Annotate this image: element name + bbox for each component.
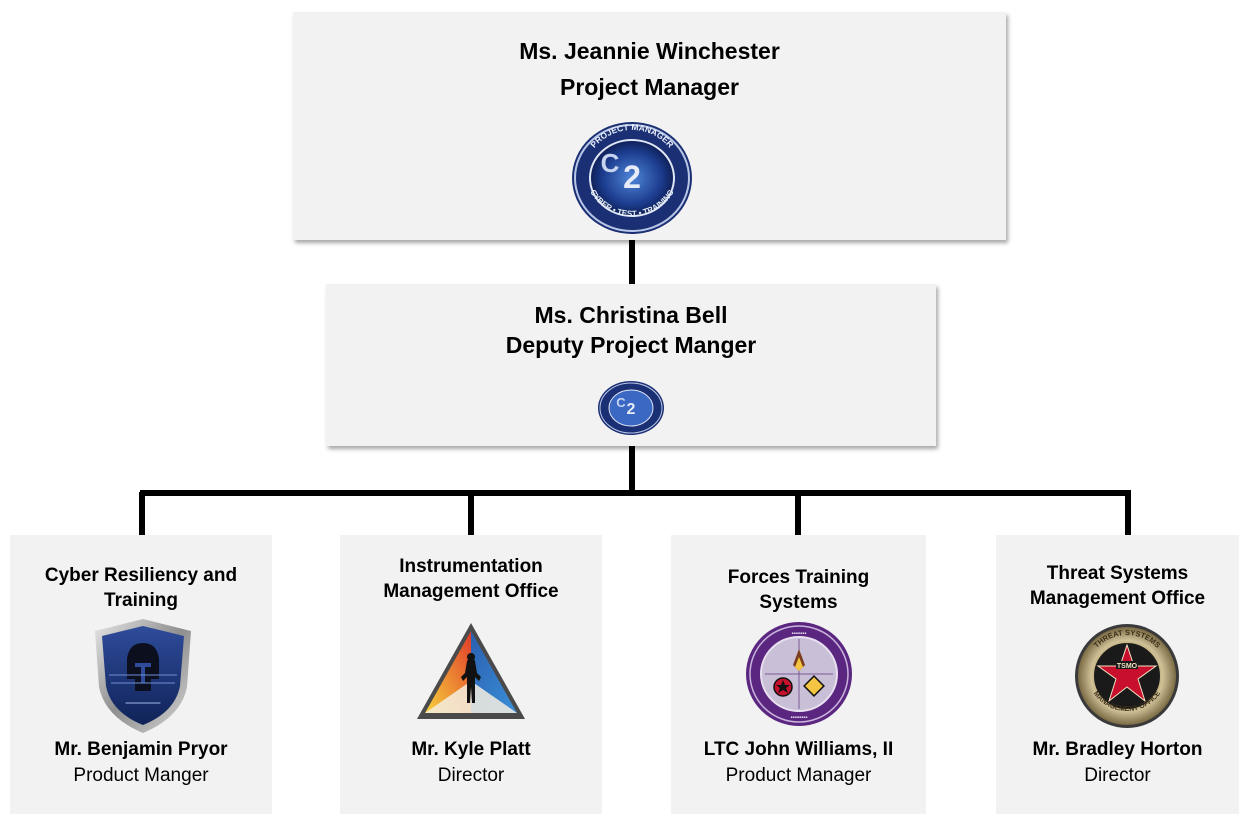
imo-triangle-icon [417,623,525,719]
office-3-title-line2: Systems [759,592,838,613]
deputy-name: Ms. Christina Bell [534,302,728,328]
connector-to-office-2 [468,492,474,535]
pm-ct2-seal-icon: 2 C PROJECT MANAGER CYBER • TEST • TRAIN… [572,122,692,234]
fts-purple-seal-icon: ▪▪▪▪▪▪▪ ▪▪▪▪▪▪▪▪ [746,622,852,726]
office-2-title-line2: Management Office [383,581,559,602]
cyber-shield-icon: ═══════ [95,619,191,733]
office-3-person-name: LTC John Williams, II [703,739,894,760]
connector-horizontal-bar [140,490,1131,496]
office-2-person-name: Mr. Kyle Platt [411,739,531,760]
pm-ct2-seal-small-icon: 2 C [598,381,664,435]
office-cyber-resiliency: Cyber Resiliency and Training ═══════ Mr… [10,535,272,814]
pm-role: Project Manager [560,74,739,100]
office-1-person-role: Product Manger [73,765,209,786]
office-3-title-line1: Forces Training [727,567,870,588]
tsmo-star-seal-icon: TSMO THREAT SYSTEMS MANAGEMENT OFFICE [1075,624,1179,728]
pm-seal-monogram: 2 [623,159,641,195]
svg-text:▪▪▪▪▪▪▪▪: ▪▪▪▪▪▪▪▪ [790,715,807,721]
connector-to-office-4 [1125,492,1131,535]
office-3-person-role: Product Manager [725,765,872,786]
connector-to-office-3 [795,492,801,535]
svg-text:═══════: ═══════ [125,700,161,707]
pm-name: Ms. Jeannie Winchester [519,38,780,64]
office-threat-systems: Threat Systems Management Office TSMO TH… [996,535,1239,814]
svg-text:▪▪▪▪▪▪▪: ▪▪▪▪▪▪▪ [792,631,807,637]
deputy-project-manager-box: Ms. Christina Bell Deputy Project Manger… [326,284,936,446]
office-2-title-line1: Instrumentation [399,556,543,577]
svg-text:C: C [601,148,620,178]
tsmo-seal-center: TSMO [1117,663,1138,670]
office-2-person-role: Director [437,765,505,786]
office-forces-training: Forces Training Systems ▪▪▪▪▪▪▪ ▪▪▪▪▪▪▪▪… [671,535,926,814]
office-4-person-name: Mr. Bradley Horton [1032,739,1203,760]
office-instrumentation: Instrumentation Management Office Mr. Ky… [340,535,602,814]
project-manager-box: Ms. Jeannie Winchester Project Manager 2… [293,12,1006,240]
connector-pm-to-deputy [629,240,635,284]
office-4-title-line1: Threat Systems [1046,563,1189,584]
connector-deputy-down [629,446,635,494]
svg-text:C: C [616,395,626,410]
office-4-title-line2: Management Office [1029,588,1206,609]
deputy-role: Deputy Project Manger [505,332,757,358]
office-1-person-name: Mr. Benjamin Pryor [54,739,228,760]
office-1-title-line2: Training [104,590,178,611]
svg-text:2: 2 [627,401,636,418]
office-1-title-line1: Cyber Resiliency and [44,565,238,586]
office-4-person-role: Director [1084,765,1151,786]
connector-to-office-1 [139,492,145,535]
